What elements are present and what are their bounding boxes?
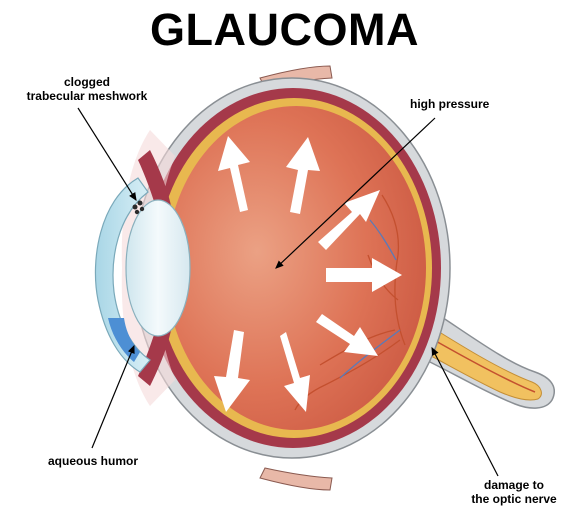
label-optic-nerve-damage: damage to the optic nerve bbox=[458, 478, 569, 506]
lower-muscle bbox=[260, 468, 332, 490]
label-trabecular-meshwork: clogged trabecular meshwork bbox=[12, 75, 162, 103]
lens bbox=[126, 200, 190, 336]
label-optic-line2: the optic nerve bbox=[458, 492, 569, 506]
label-trabecular-line1: clogged bbox=[12, 75, 162, 89]
label-aqueous-humor: aqueous humor bbox=[48, 454, 138, 468]
label-high-pressure: high pressure bbox=[410, 97, 489, 111]
label-trabecular-line2: trabecular meshwork bbox=[12, 89, 162, 103]
label-optic-line1: damage to bbox=[458, 478, 569, 492]
